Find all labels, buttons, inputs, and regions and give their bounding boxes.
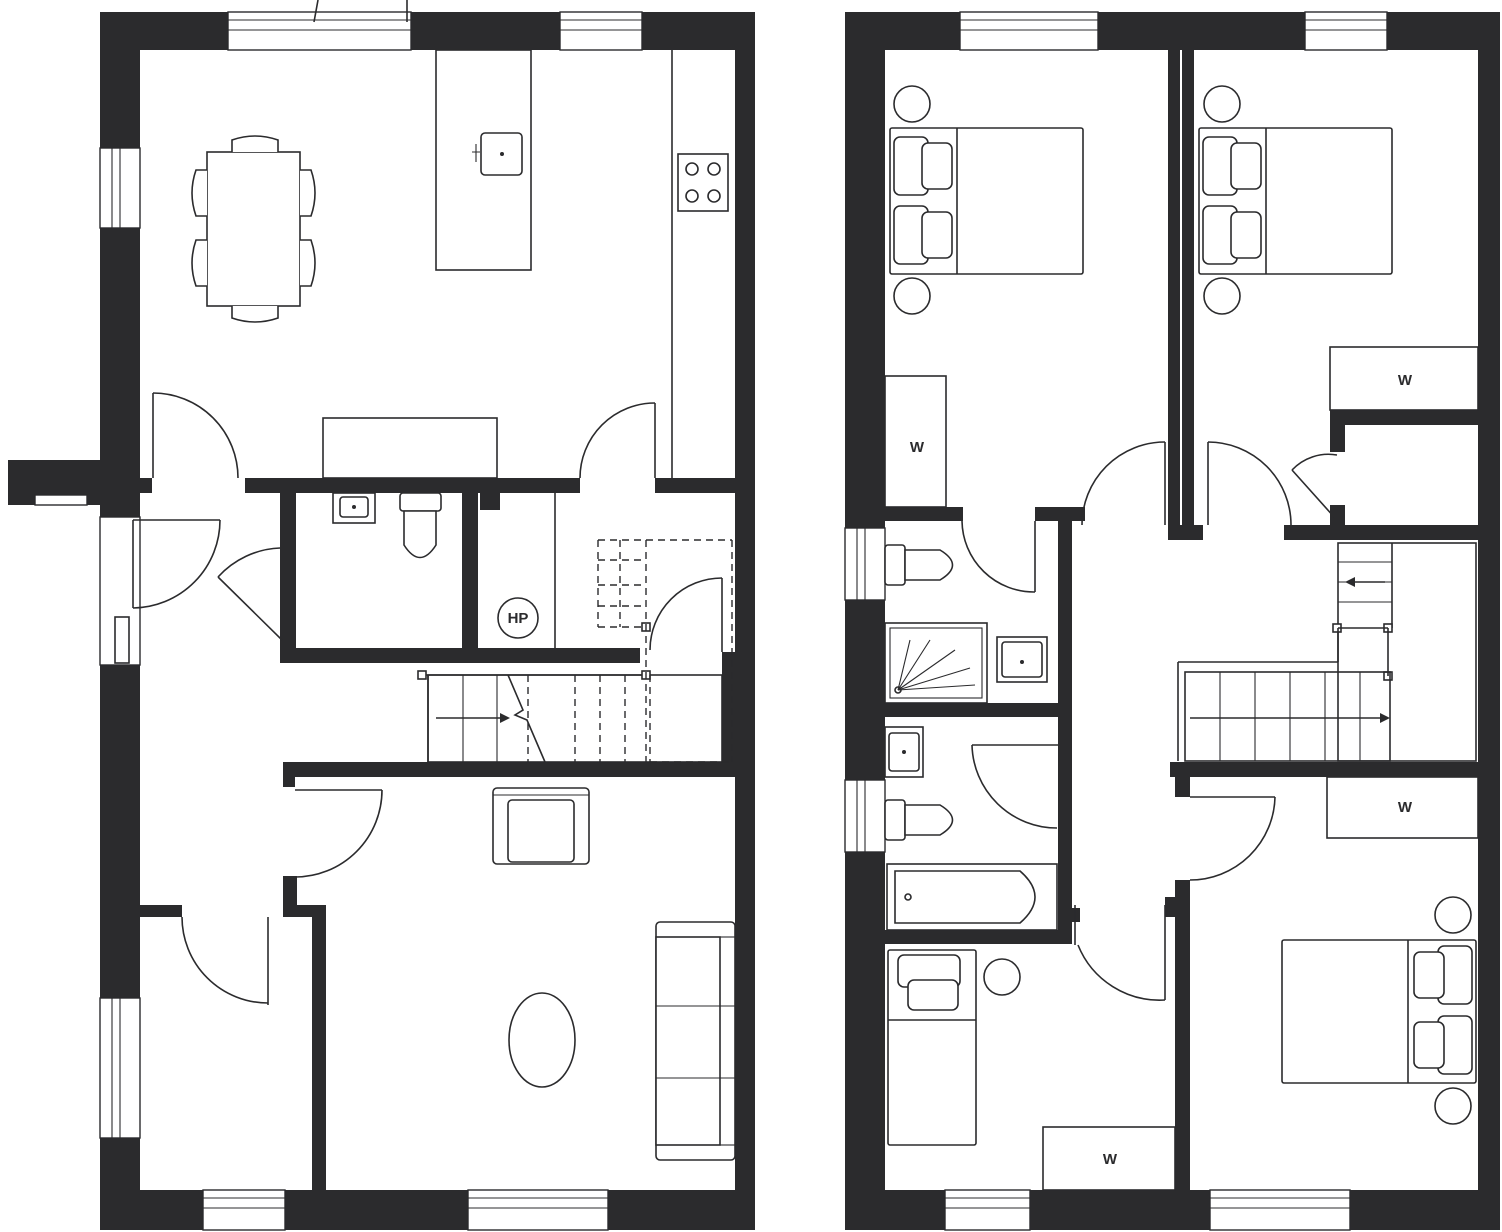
sink-icon [884,726,924,778]
door-swing-icon [181,916,269,1005]
window-icon [227,11,412,51]
toilet-icon [884,799,954,841]
window-icon [99,147,141,229]
window-icon [959,11,1099,51]
heat-pump-label: HP [508,610,529,627]
door-swing-icon [217,547,283,641]
wardrobe-bed1-label: W [910,439,925,456]
window-icon [1304,11,1388,51]
window-icon [844,527,886,601]
window-icon [1209,1189,1351,1231]
bathroom [884,726,1058,931]
door-swing-icon [1207,441,1292,526]
double-bed-icon [889,127,1084,275]
door-swing-icon [961,520,1036,593]
toilet-icon [884,544,954,586]
first-floor-windows [844,11,1388,1231]
door-swing-icon [1189,796,1276,881]
wardrobe-bed3 [1042,1126,1176,1191]
window-icon [99,997,141,1139]
dining-table-icon [191,135,316,323]
ground-floor-windows [34,0,643,1231]
bedside-lamp-icon [893,85,931,123]
shower-tray-icon [884,622,988,704]
wardrobe-bed4-label: W [1398,799,1413,816]
bedroom-2: W [1198,85,1479,411]
sink-icon [472,132,523,176]
sink-icon [332,492,376,524]
hob-icon [677,153,729,212]
ground-floor-wc [332,492,442,559]
ground-floor-doors [132,392,723,1005]
bedside-lamp-icon [1434,896,1472,934]
en-suite [884,544,1048,704]
staircase-icon [417,539,733,763]
toilet-icon [399,492,442,559]
front-door-frame [99,516,141,666]
window-icon [34,494,88,506]
bedside-lamp-icon [1434,1087,1472,1125]
wardrobe-bed2 [1329,346,1479,411]
first-floor: W W [844,11,1500,1231]
door-swing-icon [649,577,723,652]
door-swing-icon [1074,905,1166,1001]
wardrobe-bed2-label: W [1398,372,1413,389]
double-bed-icon [1198,127,1393,275]
ground-floor-outer-walls [8,12,755,1230]
kitchen [322,49,729,479]
double-bed-icon [1281,939,1477,1084]
bedside-lamp-icon [1203,277,1241,315]
bedroom-1: W [884,85,1084,508]
window-icon [844,779,886,853]
door-swing-icon [1081,441,1166,526]
door-swing-icon [971,744,1058,829]
sink-icon [996,636,1048,683]
bedside-lamp-icon [893,277,931,315]
bath-icon [886,863,1058,931]
coffee-table-icon [508,992,576,1088]
sofa-icon [655,921,736,1161]
door-swing-icon [579,402,656,479]
living-room [492,787,736,1161]
ground-floor: HP [8,0,755,1231]
bedside-lamp-icon [983,958,1021,996]
wardrobe-bed1 [884,375,947,508]
single-bed-icon [887,949,977,1146]
first-floor-interior-walls [885,50,1478,1190]
window-icon [467,1189,609,1231]
sideboard [322,417,498,479]
window-icon [944,1189,1031,1231]
armchair-icon [492,787,590,865]
bedroom-4: W [1281,776,1479,1125]
door-swing-icon [132,519,221,609]
wardrobe-bed3-label: W [1103,1151,1118,1168]
door-swing-icon [1291,453,1338,519]
bedside-lamp-icon [1203,85,1241,123]
first-floor-doors [961,441,1338,1001]
window-icon [559,11,643,51]
staircase-icon [1177,542,1477,762]
ground-floor-interior-walls [140,478,740,1190]
door-swing-icon [294,789,383,878]
bedroom-3: W [887,949,1176,1191]
heat-pump: HP [497,493,556,648]
first-floor-outer-walls [845,12,1500,1230]
window-icon [202,1189,286,1231]
wardrobe-bed4 [1326,776,1479,839]
door-swing-icon [152,392,239,479]
